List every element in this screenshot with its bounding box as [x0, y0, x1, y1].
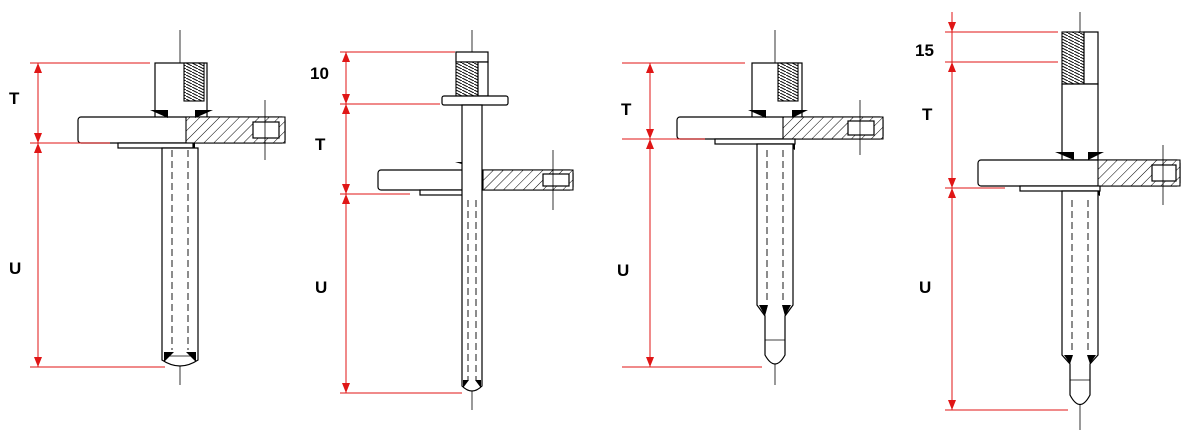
figure-2-threaded-flanged-thermowell: 10 T U — [310, 30, 574, 410]
dim-label-10: 10 — [310, 64, 329, 83]
dim-label-t: T — [621, 100, 632, 119]
dim-label-u: U — [9, 259, 21, 278]
figure-4-long-threaded-flanged-thermowell: 15 T U — [915, 12, 1181, 430]
dim-label-u: U — [617, 261, 629, 280]
dim-label-15: 15 — [915, 41, 934, 60]
dim-label-u: U — [315, 278, 327, 297]
figure-3-tapered-flanged-thermowell: T U — [617, 30, 884, 385]
dim-label-t: T — [922, 105, 933, 124]
dim-label-u: U — [919, 278, 931, 297]
dim-label-t: T — [315, 135, 326, 154]
figure-1-flanged-thermowell: T U — [9, 30, 286, 385]
dim-label-t: T — [9, 89, 20, 108]
